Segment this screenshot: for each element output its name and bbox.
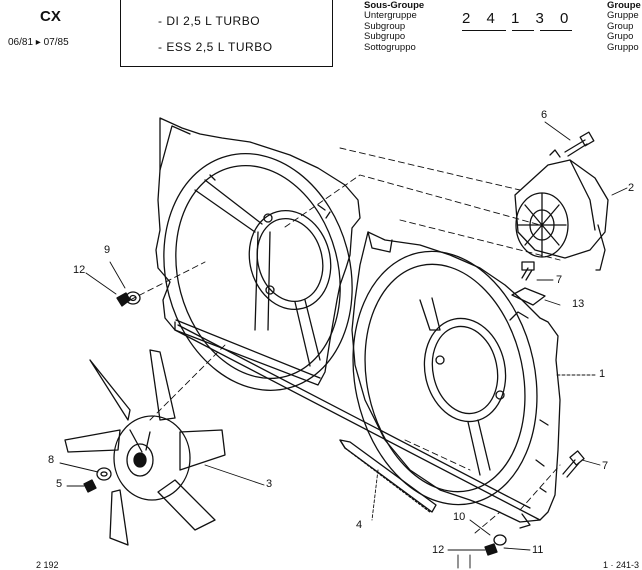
part-number-label: 5: [56, 478, 63, 490]
engine-variant-2: - ESS 2,5 L TURBO: [158, 40, 273, 54]
part-number-label: 1: [599, 368, 606, 380]
code-underline: [512, 30, 534, 31]
fan-motor: [514, 149, 609, 271]
screw-7-lower: [562, 450, 585, 478]
engine-variant-1: - DI 2,5 L TURBO: [158, 14, 261, 28]
subgroup-label: Subgroup: [364, 20, 406, 32]
part-number-label: 4: [356, 519, 363, 531]
group-label: Grupo: [607, 31, 634, 43]
part-number-label: 3: [266, 478, 273, 490]
left-shroud: [155, 117, 361, 391]
subgroup-code: 2 4 1 3 0: [462, 10, 575, 27]
subgroup-labels: Sous-Groupe Untergruppe Subgroup Subgrup…: [364, 0, 425, 53]
subgroup-label: Untergruppe: [364, 10, 417, 22]
screw-6: [564, 131, 595, 157]
figure-number: 2 192: [36, 560, 59, 570]
bracket-13: [511, 287, 546, 306]
nut-washer-10-11: [484, 534, 507, 556]
engine-box: [120, 0, 333, 67]
code-underline: [462, 30, 506, 31]
bottom-rail-inner: [177, 324, 531, 509]
production-years: 06/81 ▸ 07/85: [8, 37, 69, 48]
right-shroud: [351, 231, 561, 529]
part-number-label: 13: [572, 298, 585, 310]
subgroup-label: Sous-Groupe: [364, 0, 425, 11]
group-labels: Groupe Gruppe Group Grupo Gruppo: [607, 0, 641, 53]
fan-blade: [64, 349, 226, 546]
part-number-label: 8: [48, 454, 55, 466]
part-number-label: 2: [628, 182, 635, 194]
screw-7-upper: [521, 261, 535, 281]
page-reference: 1 · 241-3: [603, 560, 640, 570]
group-label: Group: [607, 20, 634, 32]
part-number-label: 12: [432, 544, 445, 556]
bottom-rail: [174, 329, 541, 521]
part-number-label: 7: [556, 274, 563, 286]
fan-nut-washer: [83, 467, 112, 493]
part-number-label: 10: [453, 511, 466, 523]
subgroup-label: Subgrupo: [364, 31, 406, 43]
part-number-label: 11: [532, 544, 544, 556]
nut-washer-12-9: [116, 291, 141, 307]
subgroup-label: Sottogruppo: [364, 41, 416, 53]
part-number-label: 6: [541, 109, 548, 121]
group-label: Gruppo: [607, 41, 639, 53]
part-number-label: 12: [73, 264, 86, 276]
group-label: Groupe: [607, 0, 641, 11]
code-underline: [540, 30, 572, 31]
model-name: CX: [40, 8, 61, 25]
part-number-label: 7: [602, 460, 609, 472]
part-number-label: 9: [104, 244, 111, 256]
group-label: Gruppe: [607, 10, 639, 22]
seal-strip: [339, 439, 437, 513]
leader-lines: [59, 121, 628, 569]
